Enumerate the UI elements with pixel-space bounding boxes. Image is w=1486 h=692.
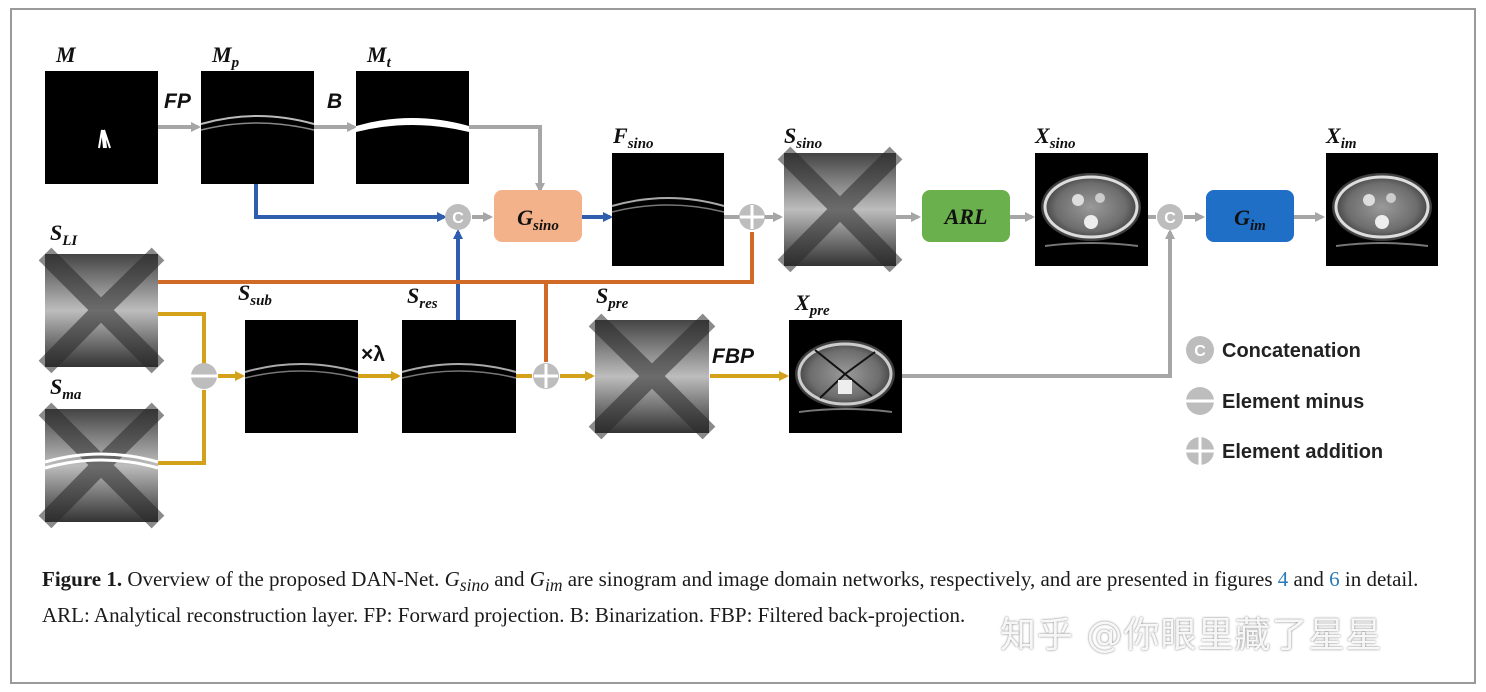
label-m: M — [55, 42, 77, 67]
plus-op-2 — [533, 363, 559, 389]
image-mp — [200, 71, 315, 184]
edge-label-lambda: ×λ — [361, 343, 385, 366]
svg-text:C: C — [452, 210, 464, 227]
watermark: 知乎 @你眼里藏了星星 — [1000, 615, 1383, 656]
svg-text:Concatenation: Concatenation — [1222, 340, 1361, 362]
arl-block: ARL — [922, 190, 1010, 242]
image-fsino — [611, 153, 725, 266]
label-mt: Mt — [366, 42, 392, 71]
arrow-mt-gsino — [468, 125, 545, 193]
arrow-mp-concat — [254, 184, 447, 222]
image-xsino — [1035, 153, 1148, 266]
legend: C Concatenation Element minus Element ad… — [1186, 336, 1383, 465]
image-mt — [356, 71, 469, 184]
figure-caption: Figure 1. Overview of the proposed DAN-N… — [42, 567, 1419, 628]
image-sres — [401, 320, 517, 433]
gsino-block: Gsino — [494, 190, 582, 242]
image-xim — [1326, 153, 1438, 266]
svg-text:C: C — [1164, 210, 1176, 227]
figure-ref-4[interactable]: 4 — [1277, 567, 1289, 591]
arrow-sma-minus — [158, 390, 206, 465]
gim-block: Gim — [1206, 190, 1294, 242]
edge-label-fbp: FBP — [712, 345, 755, 368]
label-fsino: Fsino — [612, 123, 654, 152]
label-sma: Sma — [50, 374, 82, 403]
svg-text:ARL: ARL — [943, 204, 988, 229]
minus-op — [191, 363, 217, 389]
image-ssino — [777, 146, 903, 273]
image-sma — [38, 402, 165, 529]
svg-text:Gsino: Gsino — [517, 205, 559, 234]
image-ssub — [244, 320, 359, 433]
image-m — [45, 71, 158, 184]
label-ssub: Ssub — [238, 280, 272, 309]
legend-concat: C Concatenation — [1186, 336, 1361, 364]
label-ssino: Ssino — [784, 123, 822, 152]
svg-text:Element minus: Element minus — [1222, 391, 1364, 413]
label-xsino: Xsino — [1034, 123, 1076, 152]
legend-minus: Element minus — [1186, 387, 1364, 415]
concat-op-2: C — [1157, 204, 1183, 230]
label-sres: Sres — [407, 283, 438, 312]
edge-label-fp: FP — [164, 90, 192, 113]
label-xim: Xim — [1325, 123, 1357, 152]
label-sli: SLI — [50, 220, 78, 249]
svg-text:C: C — [1194, 343, 1206, 360]
svg-text:Gim: Gim — [1234, 205, 1266, 234]
image-spre — [588, 313, 716, 440]
figure-ref-6[interactable]: 6 — [1329, 567, 1340, 591]
svg-text:Element addition: Element addition — [1222, 441, 1383, 463]
legend-plus: Element addition — [1186, 437, 1383, 465]
label-spre: Spre — [596, 283, 629, 312]
concat-op-1: C — [445, 204, 471, 230]
image-xpre — [789, 320, 902, 433]
image-sli — [38, 247, 165, 374]
label-mp: Mp — [211, 42, 240, 71]
figure-frame — [10, 8, 1476, 684]
arrow-sli-minus — [158, 312, 206, 376]
label-xpre: Xpre — [794, 290, 830, 319]
arrow-xpre-concat — [902, 229, 1175, 378]
plus-op-1 — [739, 204, 765, 230]
arrow-sli-plus-top — [158, 232, 754, 284]
edge-label-b: B — [327, 90, 342, 113]
